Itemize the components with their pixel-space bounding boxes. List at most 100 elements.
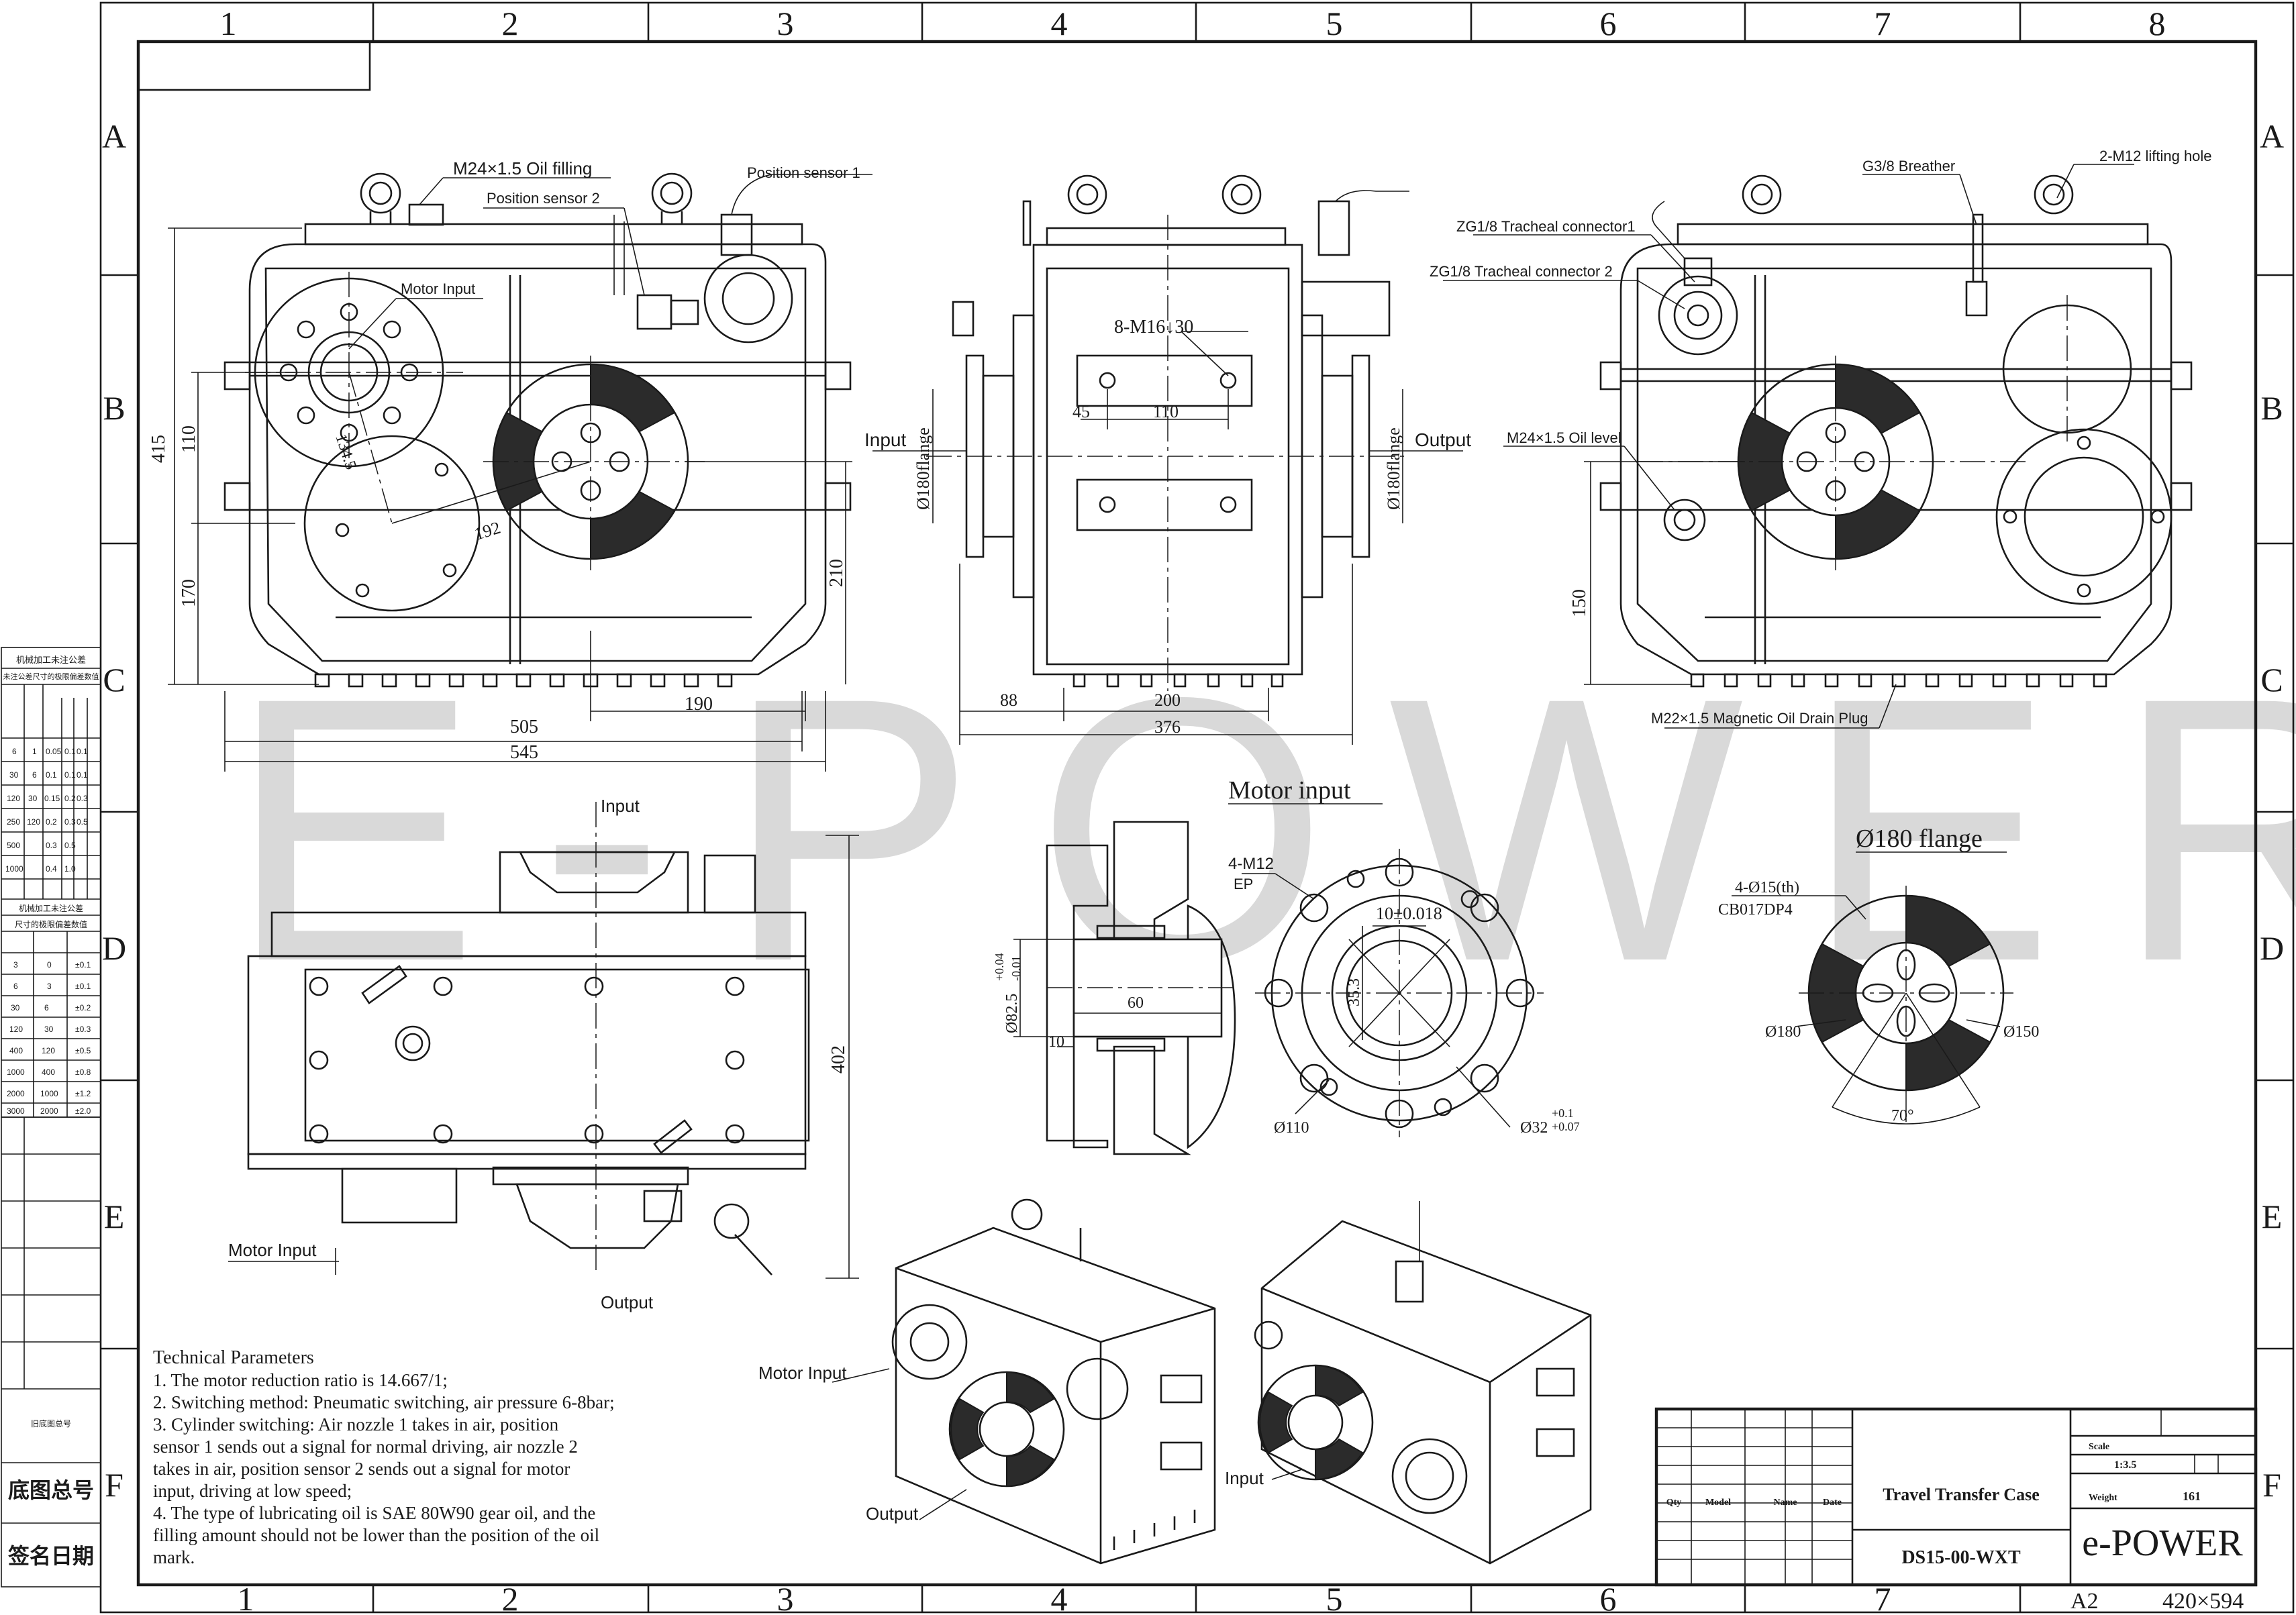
- svg-text:10±0.018: 10±0.018: [1376, 904, 1442, 923]
- row-label: E: [104, 1198, 125, 1235]
- position-sensor-1-label: Position sensor 1: [747, 164, 860, 181]
- top-view-motor-input-label: Motor Input: [228, 1240, 317, 1260]
- svg-text:±2.0: ±2.0: [75, 1106, 91, 1116]
- section-view: Ø82.5 +0.04 -0.01 60 10: [993, 821, 1236, 1155]
- svg-text:376: 376: [1154, 717, 1181, 737]
- watermark-text: E-POWER: [228, 619, 2296, 1039]
- svg-text:402: 402: [828, 1045, 849, 1074]
- row-label: D: [2260, 929, 2284, 967]
- svg-text:1: 1: [32, 747, 37, 756]
- svg-text:110: 110: [179, 425, 199, 453]
- col-label: 7: [1875, 5, 1891, 42]
- position-sensor-2-label: Position sensor 2: [487, 190, 600, 207]
- row-label: F: [105, 1466, 123, 1504]
- svg-text:±0.8: ±0.8: [75, 1067, 91, 1077]
- sign-date-label: 签名日期: [8, 1544, 94, 1568]
- row-label: E: [2262, 1198, 2283, 1235]
- svg-text:Weight: Weight: [2089, 1493, 2117, 1503]
- svg-text:0: 0: [47, 960, 52, 970]
- row-label: B: [2260, 389, 2283, 427]
- note-line: input, driving at low speed;: [153, 1481, 352, 1501]
- svg-text:3: 3: [47, 982, 52, 991]
- svg-text:Date: Date: [1823, 1498, 1842, 1508]
- col-label: 4: [1051, 5, 1068, 42]
- svg-text:0.2: 0.2: [46, 817, 57, 827]
- svg-text:CB017DP4: CB017DP4: [1718, 901, 1793, 919]
- svg-text:0.3: 0.3: [77, 794, 88, 803]
- svg-text:0.5: 0.5: [77, 817, 88, 827]
- svg-text:+0.07: +0.07: [1552, 1120, 1580, 1133]
- rear-view: G3/8 Breather 2-M12 lifting hole ZG1/8 T…: [1430, 148, 2212, 729]
- svg-text:+0.04: +0.04: [993, 953, 1006, 981]
- note-line: 2. Switching method: Pneumatic switching…: [153, 1392, 615, 1412]
- flange-detail: Ø180 flange 4-Ø15(th) CB017DP4 Ø180 Ø150…: [1718, 825, 2039, 1127]
- row-label: A: [2260, 117, 2284, 155]
- row-label: B: [103, 389, 125, 427]
- svg-text:Ø150: Ø150: [2003, 1023, 2039, 1041]
- col-label: 3: [777, 1580, 794, 1615]
- svg-text:110: 110: [1153, 402, 1179, 421]
- sheet-size-code: A2: [2070, 1589, 2099, 1614]
- svg-text:4-Ø15(th): 4-Ø15(th): [1735, 879, 1799, 896]
- output-label: Output: [1415, 429, 1471, 450]
- svg-text:1000: 1000: [40, 1089, 58, 1098]
- drain-plug-label: M22×1.5 Magnetic Oil Drain Plug: [1651, 710, 1868, 727]
- side-view: 8-M16↓30 45 110 88 200 376 Input Output …: [864, 174, 1471, 745]
- svg-text:1000: 1000: [5, 864, 23, 874]
- svg-text:120: 120: [42, 1046, 55, 1055]
- svg-text:70°: 70°: [1891, 1107, 1914, 1125]
- svg-text:1000: 1000: [7, 1067, 25, 1077]
- svg-text:Ø180: Ø180: [1765, 1023, 1801, 1041]
- svg-text:机械加工未注公差: 机械加工未注公差: [16, 655, 86, 665]
- svg-text:415: 415: [148, 435, 169, 463]
- col-label: 1: [220, 5, 237, 42]
- svg-text:0.3: 0.3: [64, 817, 76, 827]
- svg-text:Model: Model: [1705, 1498, 1731, 1508]
- tracheal-connector-2-label: ZG1/8 Tracheal connector 2: [1430, 263, 1613, 280]
- svg-text:0.1: 0.1: [46, 770, 57, 780]
- title-block: Qty Model Name Date Travel Transfer Case…: [1654, 1407, 2258, 1614]
- col-label: 6: [1600, 1580, 1617, 1615]
- svg-text:4-M12: 4-M12: [1228, 855, 1274, 873]
- row-label: C: [103, 661, 125, 698]
- svg-text:+0.1: +0.1: [1552, 1106, 1574, 1120]
- svg-text:EP: EP: [1234, 876, 1253, 892]
- svg-text:30: 30: [9, 770, 19, 780]
- svg-text:3000: 3000: [7, 1106, 25, 1116]
- product-name: Travel Transfer Case: [1883, 1485, 2039, 1504]
- svg-text:0.5: 0.5: [64, 841, 76, 850]
- svg-text:60: 60: [1128, 994, 1144, 1012]
- svg-text:190: 190: [685, 694, 713, 715]
- scale-value: 1:3.5: [2114, 1459, 2136, 1471]
- note-line: mark.: [153, 1547, 195, 1567]
- svg-text:0.1: 0.1: [77, 747, 88, 756]
- motor-input-detail: Motor input 4-M12 EP 10±0.018 35.3 Ø110 …: [1228, 776, 1580, 1137]
- svg-text:2000: 2000: [40, 1106, 58, 1116]
- iso-output-label: Output: [866, 1504, 919, 1524]
- svg-text:Ø82.5: Ø82.5: [1003, 994, 1021, 1033]
- oil-filling-label: M24×1.5 Oil filling: [453, 158, 592, 178]
- isometric-view-1: Motor Input Output: [758, 1198, 1216, 1565]
- svg-text:0.15: 0.15: [44, 794, 60, 803]
- svg-text:120: 120: [27, 817, 40, 827]
- col-label: 4: [1051, 1580, 1068, 1615]
- svg-text:Qty: Qty: [1666, 1498, 1682, 1508]
- row-label: F: [2262, 1466, 2281, 1504]
- weight-value: 161: [2183, 1490, 2201, 1503]
- col-label: 5: [1326, 5, 1343, 42]
- svg-text:±1.2: ±1.2: [75, 1089, 91, 1098]
- svg-text:0.2: 0.2: [64, 794, 76, 803]
- svg-text:30: 30: [44, 1025, 54, 1034]
- svg-text:±0.3: ±0.3: [75, 1025, 91, 1034]
- top-view-input-label: Input: [601, 796, 640, 816]
- top-view: Input Output Motor Input 402: [228, 796, 859, 1312]
- row-label: C: [2260, 661, 2283, 698]
- svg-text:6: 6: [12, 747, 17, 756]
- col-label: 8: [2149, 5, 2166, 42]
- svg-text:旧底图总号: 旧底图总号: [31, 1418, 71, 1428]
- sheet-size: 420×594: [2162, 1589, 2244, 1614]
- iso-input-label: Input: [1225, 1468, 1264, 1488]
- bolt-spec: 8-M16↓30: [1114, 317, 1193, 337]
- svg-text:0.4: 0.4: [46, 864, 57, 874]
- svg-text:500: 500: [7, 841, 20, 850]
